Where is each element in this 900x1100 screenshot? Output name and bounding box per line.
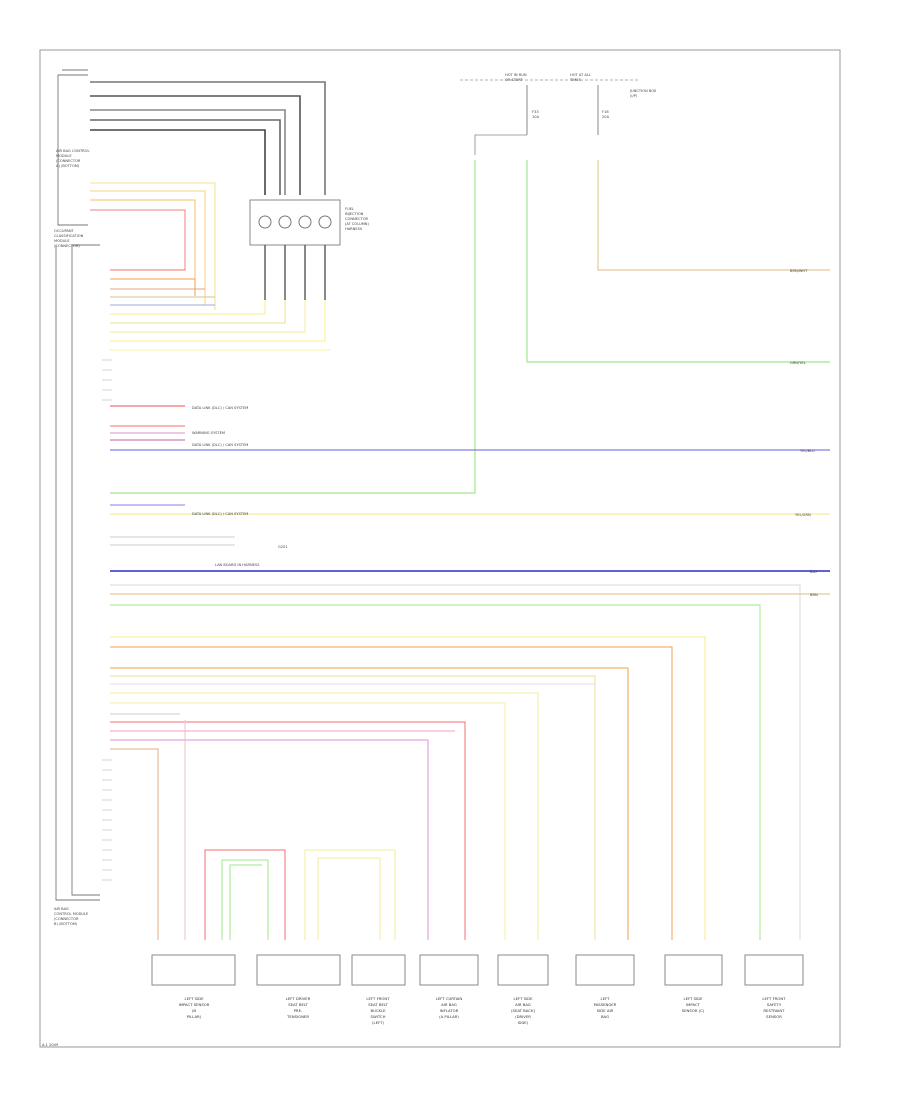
- comp-0-line-3: PILLAR): [187, 1014, 202, 1019]
- network-label-3: WARNING SYSTEM: [192, 431, 225, 435]
- comp-3-line-0: LEFT CURTAIN: [436, 996, 463, 1001]
- comp-4-line-3: (DRIVER: [515, 1014, 531, 1019]
- air-bag-module-connector-b: AIR BAG CONTROL MODULE (CONNECTOR B) (BO…: [54, 245, 100, 926]
- comp-4-line-0: LEFT SIDE: [513, 996, 533, 1001]
- fuse-junction-box: HOT IN RUN OR START HOT AT ALL TIMES JUN…: [460, 73, 657, 155]
- comp-1-line-1: SEAT BELT: [288, 1002, 308, 1007]
- junction-box-label-1: (I/P): [630, 94, 638, 98]
- fuse-right-label-0: HOT AT ALL: [570, 73, 591, 77]
- component-box-0: [151, 954, 236, 986]
- fuse-left-name-1: 10A: [532, 115, 540, 119]
- comp-6-line-1: IMPACT: [686, 1002, 701, 1007]
- clock-spring-label-3: (AT COLUMN): [345, 222, 369, 226]
- module-b-label-0: AIR BAG: [54, 907, 69, 911]
- right-tag-3: YEL/GRN: [795, 513, 811, 517]
- component-box-3: [419, 954, 479, 986]
- component-box-4: [497, 954, 549, 986]
- comp-3-line-3: (A PILLAR): [439, 1014, 459, 1019]
- comp-1-line-0: LEFT DRIVER: [286, 996, 311, 1001]
- comp-6-line-0: LEFT SIDE: [683, 996, 703, 1001]
- ground-label: G201: [278, 545, 288, 549]
- ocm-label-2: MODULE: [54, 239, 70, 243]
- clock-spring-connector: FUEL INJECTION CONNECTOR (AT COLUMN) HAR…: [249, 199, 369, 246]
- module-a-label-1: MODULE: [56, 154, 72, 158]
- component-box-1: [256, 954, 341, 986]
- clock-spring-label-2: CONNECTOR: [345, 217, 369, 221]
- right-tag-2: YEL/BLU: [800, 449, 815, 453]
- comp-5-line-0: LEFT: [601, 996, 611, 1001]
- fuse-left-name-0: F33: [532, 110, 539, 114]
- comp-6-line-2: SENSOR (C): [682, 1008, 705, 1013]
- top-colored-wires: [90, 182, 216, 310]
- module-b-label-1: CONTROL MODULE: [54, 912, 89, 916]
- comp-7-line-1: SAFETY: [767, 1002, 782, 1007]
- comp-2-line-4: (LEFT): [372, 1020, 384, 1025]
- ocm-label-3: (CONNECTOR): [54, 244, 80, 248]
- air-bag-module-connector-a: AIR BAG CONTROL MODULE (CONNECTOR A) (BO…: [56, 69, 90, 226]
- network-label-1: DATA LINK (DLC) / CAN SYSTEM: [192, 443, 248, 447]
- footer-code: A-1 2049: [42, 1043, 59, 1047]
- comp-4-line-4: SIDE): [518, 1020, 529, 1025]
- right-tag-5: BRN: [810, 593, 818, 597]
- diagram-frame: [39, 49, 841, 1048]
- comp-4-line-1: AIR BAG: [515, 1002, 531, 1007]
- network-label-2: DATA LINK (DLC) / CAN SYSTEM: [192, 512, 248, 516]
- component-box-2: [351, 954, 406, 986]
- comp-2-line-2: BUCKLE: [370, 1008, 386, 1013]
- comp-0-line-2: (B: [192, 1008, 196, 1013]
- fuse-left-label-1: OR START: [505, 78, 523, 82]
- mid-pin-wires: [110, 269, 330, 351]
- right-tag-0: BRN/WHT: [790, 269, 808, 273]
- module-b-label-2: (CONNECTOR: [54, 917, 79, 921]
- shield-label: LAN BOARD IN HARNESS: [215, 563, 260, 567]
- occupant-classification-module: OCCUPANT CLASSIFICATION MODULE (CONNECTO…: [54, 229, 100, 896]
- clock-spring-label-0: FUEL: [345, 207, 354, 211]
- component-wires: [110, 636, 706, 940]
- component-captions: LEFT SIDE IMPACT SENSOR (B PILLAR) LEFT …: [179, 996, 787, 1025]
- comp-4-line-2: (SEAT BACK): [511, 1008, 535, 1013]
- comp-1-line-2: PRE-: [294, 1008, 303, 1013]
- comp-0-line-1: IMPACT SENSOR: [179, 1002, 210, 1007]
- comp-3-line-2: INFLATOR: [440, 1008, 459, 1013]
- fuse-right-name-0: F16: [602, 110, 609, 114]
- junction-box-label-0: JUNCTION BOX: [629, 89, 657, 93]
- right-tag-1: GRN/YEL: [790, 361, 806, 365]
- comp-7-line-3: SENSOR: [766, 1014, 782, 1019]
- right-tag-4: BLU: [810, 570, 817, 574]
- network-label-0: DATA LINK (DLC) / CAN SYSTEM: [192, 406, 248, 410]
- comp-7-line-0: LEFT FRONT: [762, 996, 786, 1001]
- component-boxes: [151, 954, 804, 986]
- comp-7-line-2: RESTRAINT: [763, 1008, 785, 1013]
- clock-spring-feed-wires: [90, 81, 326, 195]
- clock-spring-label-1: INJECTION: [345, 212, 364, 216]
- pin-stubs-bottom: [102, 759, 112, 881]
- comp-5-line-1: PASSENGER: [594, 1002, 617, 1007]
- comp-2-line-3: SWITCH: [371, 1014, 386, 1019]
- comp-3-line-1: AIR BAG: [441, 1002, 457, 1007]
- fuse-right-label-1: TIMES: [569, 78, 582, 82]
- component-box-7: [744, 954, 804, 986]
- component-box-5: [575, 954, 635, 986]
- module-b-label-3: B) (BOTTOM): [54, 922, 78, 926]
- clock-spring-label-4: HARNESS: [345, 227, 363, 231]
- module-a-label-2: (CONNECTOR: [56, 159, 81, 163]
- module-a-label-0: AIR BAG CONTROL: [56, 149, 90, 153]
- power-wires: [110, 160, 830, 494]
- comp-5-line-3: BAG: [601, 1014, 609, 1019]
- ocm-label-0: OCCUPANT: [54, 229, 75, 233]
- comp-2-line-0: LEFT FRONT: [366, 996, 390, 1001]
- module-a-label-3: A) (BOTTOM): [56, 164, 80, 168]
- comp-1-line-3: TENSIONER: [286, 1014, 309, 1019]
- comp-5-line-2: SIDE AIR: [597, 1008, 614, 1013]
- pin-stubs-top: [102, 359, 112, 401]
- ocm-label-1: CLASSIFICATION: [54, 234, 84, 238]
- component-box-6: [664, 954, 723, 986]
- fuse-right-name-1: 20A: [602, 115, 610, 119]
- network-wires: [110, 405, 830, 940]
- fuse-left-label-0: HOT IN RUN: [505, 73, 527, 77]
- comp-2-line-1: SEAT BELT: [368, 1002, 388, 1007]
- comp-0-line-0: LEFT SIDE: [184, 996, 204, 1001]
